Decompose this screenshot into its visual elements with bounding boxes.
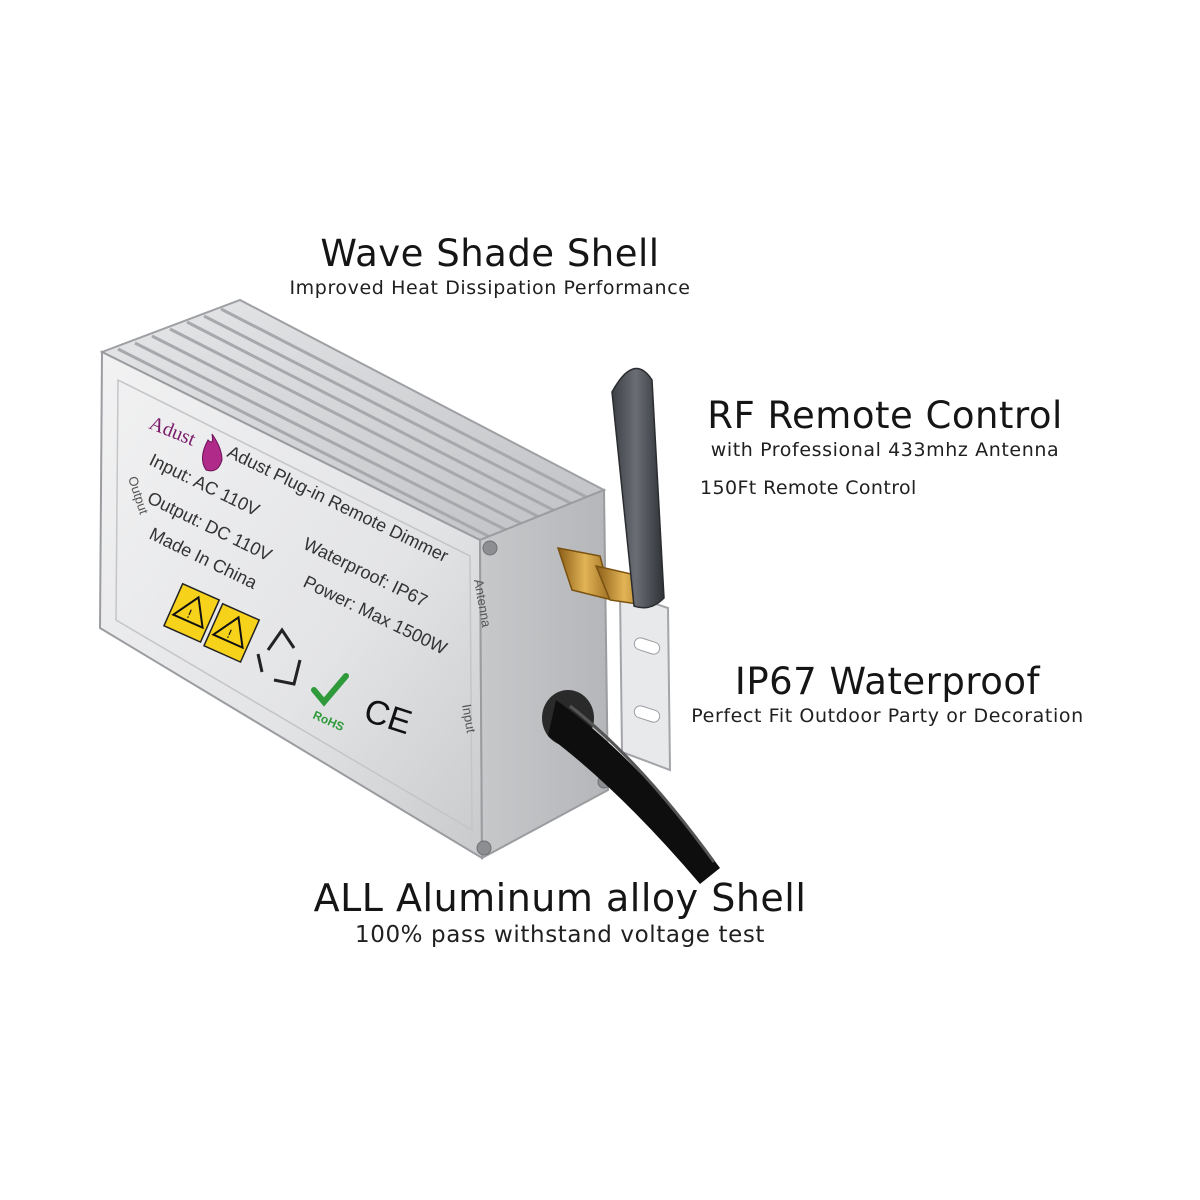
aluminum-callout: ALL Aluminum alloy Shell 100% pass withs…: [290, 876, 830, 950]
ip67-title: IP67 Waterproof: [734, 660, 1041, 703]
wave-shade-subtitle: Improved Heat Dissipation Performance: [289, 277, 691, 299]
aluminum-title: ALL Aluminum alloy Shell: [313, 876, 807, 920]
rf-remote-callout: RF Remote Control with Professional 433m…: [680, 394, 1090, 500]
wave-shade-callout: Wave Shade Shell Improved Heat Dissipati…: [240, 232, 740, 300]
flame-logo-icon: [202, 433, 223, 472]
wave-shade-title: Wave Shade Shell: [320, 232, 660, 275]
warning-sticker-icon: !: [162, 582, 221, 644]
wave-shade-top: [99, 298, 607, 542]
ip67-callout: IP67 Waterproof Perfect Fit Outdoor Part…: [665, 660, 1110, 728]
side-face: [478, 488, 610, 860]
svg-text:!: !: [184, 607, 194, 622]
rf-remote-subtitle: with Professional 433mhz Antenna: [710, 439, 1060, 461]
input-cable: [542, 690, 720, 884]
mounting-bracket: [618, 590, 672, 772]
recycle-icon: [256, 627, 302, 686]
aluminum-subtitle: 100% pass withstand voltage test: [354, 922, 766, 948]
side-label-input: Input: [459, 703, 479, 734]
caution-sticker-icon: !: [202, 602, 261, 664]
rf-remote-title: RF Remote Control: [707, 394, 1063, 437]
svg-text:!: !: [224, 627, 234, 642]
antenna: [611, 367, 665, 609]
ip67-subtitle: Perfect Fit Outdoor Party or Decoration: [691, 705, 1084, 727]
rf-remote-range: 150Ft Remote Control: [700, 477, 917, 499]
